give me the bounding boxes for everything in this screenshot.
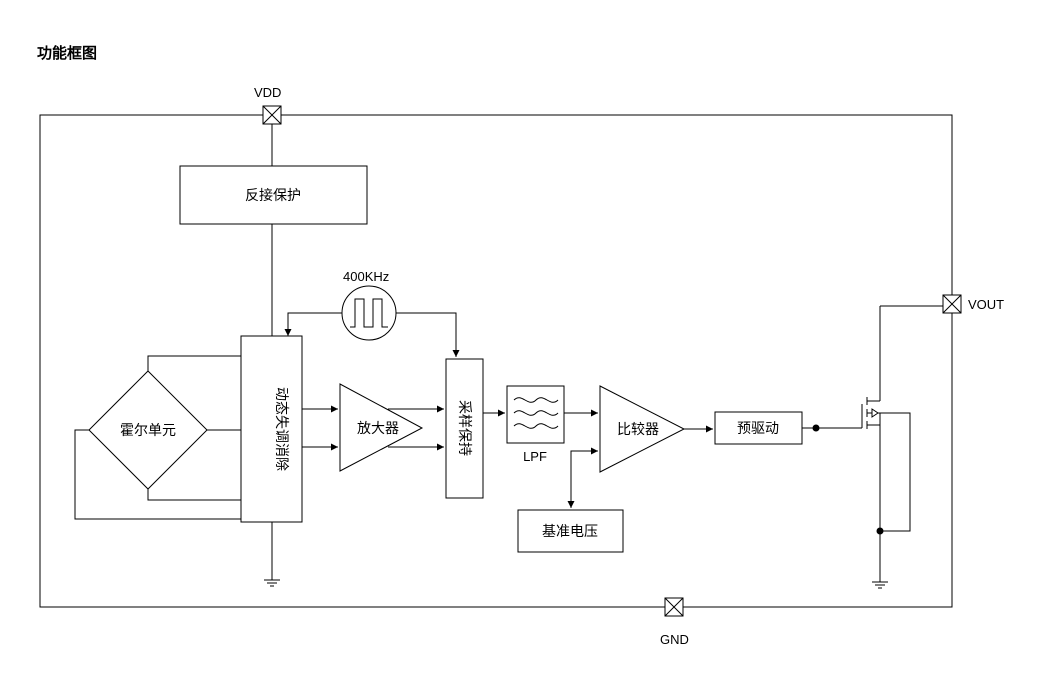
offset-cancel-label: 动态失调消除 — [273, 387, 289, 471]
sample-hold-block — [445, 358, 484, 499]
reference-voltage-label: 基准电压 — [542, 523, 598, 540]
lpf-block — [506, 385, 565, 444]
junction-dot-gate — [812, 424, 820, 432]
comparator-label: 比较器 — [617, 422, 659, 438]
gnd-pin — [664, 597, 684, 617]
ground-symbol-right — [872, 581, 888, 589]
comparator-triangle — [599, 385, 686, 473]
hall-unit-label: 霍尔单元 — [120, 423, 176, 439]
vout-label: VOUT — [968, 297, 1004, 312]
reverse-protection-label: 反接保护 — [245, 187, 301, 204]
offset-cancel-block — [240, 335, 303, 523]
clock-oscillator-icon — [341, 285, 397, 341]
reference-voltage-block — [517, 509, 624, 553]
vdd-pin — [262, 105, 282, 125]
amplifier-triangle — [339, 383, 424, 472]
ground-symbol-left — [264, 579, 280, 587]
nmos-transistor-icon — [861, 305, 943, 582]
lpf-filter-icon — [513, 397, 559, 429]
sample-hold-label: 采样保持 — [456, 400, 472, 456]
clock-frequency-label: 400KHz — [343, 269, 389, 284]
junction-dot-source — [876, 527, 884, 535]
lpf-label: LPF — [523, 449, 547, 464]
vout-pin — [942, 294, 962, 314]
amplifier-label: 放大器 — [357, 421, 399, 437]
gnd-label: GND — [660, 632, 689, 647]
vdd-label: VDD — [254, 85, 281, 100]
chip-boundary — [39, 114, 953, 608]
predriver-label: 预驱动 — [737, 421, 779, 437]
predriver-block — [714, 411, 803, 445]
reverse-protection-block — [179, 165, 368, 225]
page-title: 功能框图 — [37, 44, 97, 62]
